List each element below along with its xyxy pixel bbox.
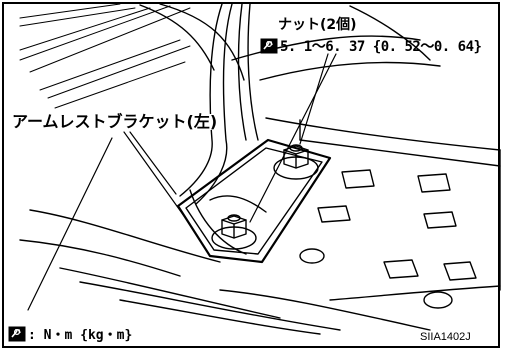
armrest-bracket-label: アームレストブラケット(左) (10, 112, 220, 131)
diagram-frame (2, 2, 500, 348)
figure-id: SIIA1402J (420, 331, 471, 343)
seat-hatching (19, 3, 191, 109)
nut-lower (211, 214, 257, 250)
torque-value: 5. 1〜6. 37 {0. 52〜0. 64} (280, 39, 482, 55)
nut-upper (273, 144, 319, 180)
leader-lines (27, 53, 337, 311)
seat-cushion-outline (139, 3, 441, 81)
torque-spec: 5. 1〜6. 37 {0. 52〜0. 64} (260, 36, 482, 56)
unit-text: : N・m {kg・m} (28, 328, 133, 343)
seat-frame-rails (19, 117, 501, 335)
torque-wrench-icon (260, 38, 278, 54)
torque-wrench-icon (8, 326, 26, 341)
armrest-upright (179, 3, 259, 255)
nut-count-label: ナット(2個) (278, 17, 357, 33)
unit-legend: : N・m {kg・m} (8, 324, 132, 343)
bracket-plate (176, 138, 332, 264)
bracket-plate-inner (185, 147, 323, 255)
seat-pan-slots (299, 169, 477, 309)
